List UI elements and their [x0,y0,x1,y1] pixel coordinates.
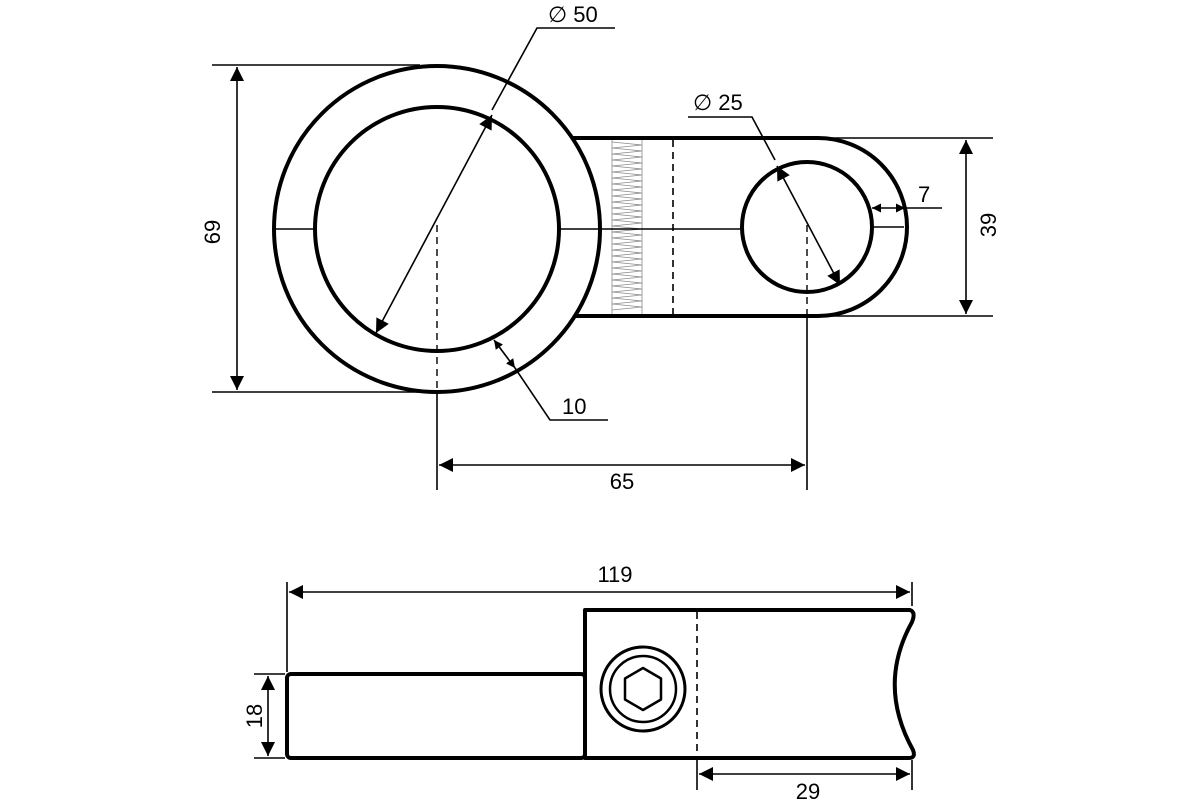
dim-end-wall: 7 [918,182,930,207]
leader-small-diameter [688,116,776,161]
dim-end-length: 29 [796,779,820,800]
dim-line-small-diameter [776,165,841,286]
dim-center-distance: 65 [610,469,634,494]
dim-line-large-diameter [375,114,493,334]
dim-line-ring-wall [493,339,516,369]
thin-strip [285,672,587,760]
leader-ring-wall [514,367,608,421]
dim-large-diameter: ∅ 50 [548,2,598,27]
dim-overall-height: 69 [200,220,225,244]
dim-arm-height: 39 [976,213,1001,237]
bolt-thread [611,140,643,314]
top-view: ∅ 50 10 69 ∅ 25 7 39 65 [200,2,1001,494]
side-view: 119 18 29 [242,562,916,800]
dim-ring-wall: 10 [562,394,586,419]
hex-socket-bolt-icon [599,645,687,733]
leader-large-diameter [491,27,615,111]
dim-small-diameter: ∅ 25 [693,90,743,115]
dim-overall-length: 119 [597,562,632,587]
dim-strip-thickness: 18 [242,704,267,728]
